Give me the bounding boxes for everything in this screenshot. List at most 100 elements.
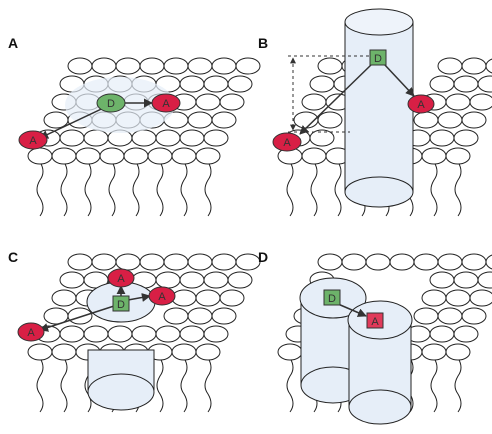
acceptor-molecule: A bbox=[151, 93, 181, 113]
lipid-head bbox=[155, 325, 181, 343]
lipid-tail bbox=[36, 161, 44, 217]
svg-text:D: D bbox=[107, 98, 115, 110]
svg-text:D: D bbox=[328, 293, 336, 305]
acceptor-molecule: A bbox=[18, 130, 48, 150]
lipid-head bbox=[211, 57, 237, 75]
lipid-tail bbox=[334, 161, 342, 217]
lipid-head bbox=[429, 75, 455, 93]
lipid-head bbox=[75, 147, 101, 165]
lipid-head bbox=[211, 253, 237, 271]
svg-text:A: A bbox=[27, 327, 35, 339]
lipid-head bbox=[187, 253, 213, 271]
acceptor-molecule: A bbox=[272, 132, 302, 152]
lipid-head bbox=[179, 325, 205, 343]
lipid-head bbox=[67, 307, 93, 325]
lipid-head bbox=[437, 57, 463, 75]
lipid-head bbox=[453, 75, 479, 93]
lipid-head bbox=[301, 93, 327, 111]
lipid-head bbox=[341, 253, 367, 271]
lipid-head bbox=[195, 93, 221, 111]
transfer-arrow bbox=[299, 63, 373, 135]
acceptor-molecule: A bbox=[107, 268, 135, 288]
svg-text:A: A bbox=[29, 135, 37, 147]
lipid-tail bbox=[180, 357, 188, 413]
lipid-head bbox=[179, 271, 205, 289]
lipid-head bbox=[203, 325, 229, 343]
lipid-head bbox=[445, 93, 471, 111]
lipid-head bbox=[429, 129, 455, 147]
lipid-head bbox=[203, 129, 229, 147]
lipid-head bbox=[437, 253, 463, 271]
lipid-tail bbox=[156, 357, 164, 413]
lipid-head bbox=[429, 271, 455, 289]
lipid-head bbox=[131, 325, 157, 343]
lipid-head bbox=[115, 253, 141, 271]
lipid-tail bbox=[156, 161, 164, 217]
acceptor-molecule: A bbox=[366, 312, 384, 329]
lipid-head bbox=[219, 289, 245, 307]
lipid-head bbox=[187, 111, 213, 129]
svg-text:A: A bbox=[417, 99, 425, 111]
lipid-head bbox=[155, 271, 181, 289]
lipid-tail bbox=[132, 161, 140, 217]
lipid-head bbox=[179, 129, 205, 147]
lipid-head bbox=[123, 147, 149, 165]
lipid-tail bbox=[286, 161, 294, 217]
lipid-head bbox=[477, 271, 492, 289]
lipid-head bbox=[43, 111, 69, 129]
lipid-head bbox=[461, 307, 487, 325]
panel-label-c: C bbox=[8, 249, 18, 265]
lipid-head bbox=[195, 147, 221, 165]
lipid-head bbox=[437, 111, 463, 129]
lipid-tail bbox=[108, 161, 116, 217]
lipid-tail bbox=[454, 357, 462, 413]
lipid-tail bbox=[60, 161, 68, 217]
lipid-head bbox=[163, 253, 189, 271]
lipid-head bbox=[429, 325, 455, 343]
lipid-head bbox=[211, 307, 237, 325]
lipid-head bbox=[171, 289, 197, 307]
lipid-head bbox=[421, 289, 447, 307]
lipid-head bbox=[59, 271, 85, 289]
lipid-head bbox=[445, 289, 471, 307]
protein-cylinder bbox=[347, 300, 413, 425]
lipid-head bbox=[445, 343, 471, 361]
donor-molecule: D bbox=[323, 289, 341, 306]
lipid-head bbox=[485, 254, 492, 270]
lipid-head bbox=[437, 307, 463, 325]
lipid-head bbox=[171, 343, 197, 361]
lipid-head bbox=[115, 57, 141, 75]
lipid-tail bbox=[430, 161, 438, 217]
lipid-head bbox=[317, 111, 343, 129]
lipid-tail bbox=[60, 357, 68, 413]
lipid-head bbox=[485, 58, 492, 74]
lipid-head bbox=[235, 253, 261, 271]
lipid-head bbox=[219, 93, 245, 111]
lipid-head bbox=[155, 129, 181, 147]
svg-text:A: A bbox=[371, 316, 379, 328]
panel-label-d: D bbox=[258, 249, 268, 265]
lipid-head bbox=[317, 57, 343, 75]
lipid-head bbox=[187, 57, 213, 75]
lipid-head bbox=[421, 147, 447, 165]
lipid-tail bbox=[310, 161, 318, 217]
lipid-head bbox=[235, 57, 261, 75]
lipid-head bbox=[445, 147, 471, 165]
protein-cylinder bbox=[87, 349, 155, 411]
lipid-head bbox=[59, 325, 85, 343]
panel-d: D D A bbox=[258, 249, 492, 425]
acceptor-molecule: A bbox=[148, 286, 176, 306]
lipid-head bbox=[27, 147, 53, 165]
lipid-head bbox=[469, 93, 492, 111]
panel-label-b: B bbox=[258, 35, 268, 51]
lipid-head bbox=[27, 343, 53, 361]
donor-molecule: D bbox=[112, 295, 130, 312]
transfer-arrow bbox=[39, 305, 115, 332]
lipid-head bbox=[83, 129, 109, 147]
panel-a: A D A A bbox=[8, 35, 261, 217]
lipid-head bbox=[309, 75, 335, 93]
lipid-head bbox=[99, 147, 125, 165]
lipid-tail bbox=[204, 357, 212, 413]
